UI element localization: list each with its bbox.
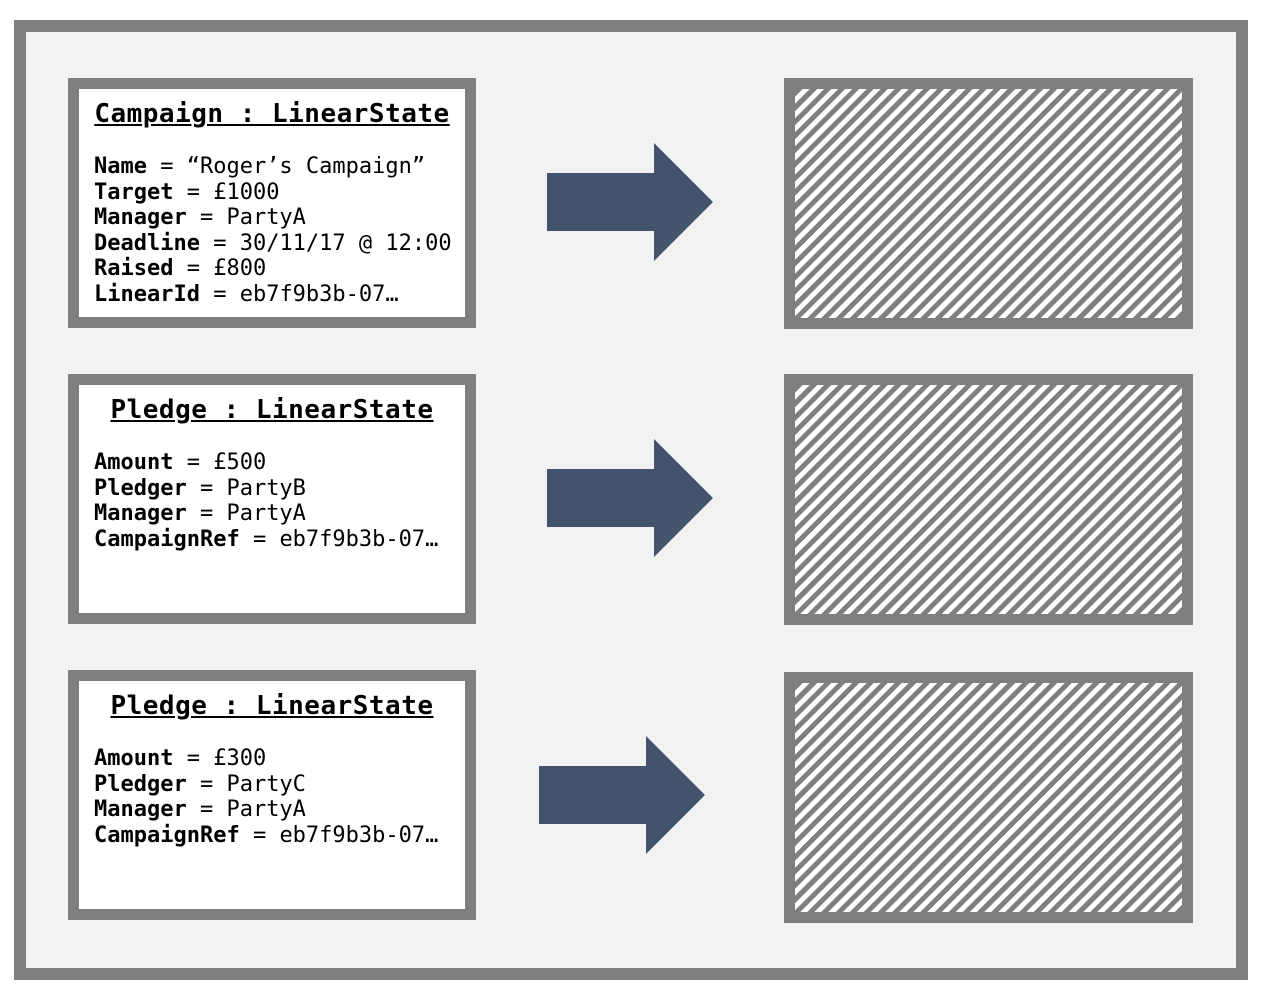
transition-arrow-icon <box>547 439 713 557</box>
campaign-state-box: Campaign : LinearState Name = “Roger’s C… <box>68 78 476 328</box>
field-key: Pledger <box>94 771 187 797</box>
field-key: Raised <box>94 256 174 281</box>
output-state-placeholder <box>784 374 1193 625</box>
field-amount: Amount = £500 <box>94 450 465 476</box>
field-key: CampaignRef <box>94 822 240 848</box>
field-name: Name = “Roger’s Campaign” <box>94 154 465 180</box>
pledge-state-box: Pledge : LinearState Amount = £500 Pledg… <box>68 374 476 624</box>
state-fields: Amount = £500 Pledger = PartyB Manager =… <box>79 450 465 552</box>
field-key: Manager <box>94 797 187 822</box>
arrow-shape <box>539 736 705 854</box>
field-linear-id: LinearId = eb7f9b3b-07… <box>94 282 465 308</box>
field-value: = £300 <box>173 746 267 771</box>
field-manager: Manager = PartyA <box>94 205 465 231</box>
arrow-shape <box>547 439 713 557</box>
field-campaign-ref: CampaignRef = eb7f9b3b-07… <box>94 823 465 849</box>
state-title: Pledge : LinearState <box>110 395 434 425</box>
field-key: Pledger <box>94 475 187 501</box>
field-pledger: Pledger = PartyC <box>94 772 465 798</box>
field-value: = PartyC <box>186 771 306 797</box>
field-key: Manager <box>94 501 187 526</box>
field-key: Name <box>94 154 147 179</box>
field-deadline: Deadline = 30/11/17 @ 12:00 <box>94 231 465 257</box>
field-amount: Amount = £300 <box>94 746 465 772</box>
field-key: Amount <box>94 450 174 475</box>
field-pledger: Pledger = PartyB <box>94 476 465 502</box>
state-title: Campaign : LinearState <box>94 99 450 129</box>
output-state-placeholder <box>784 78 1193 329</box>
field-key: Amount <box>94 746 174 771</box>
field-value: = 30/11/17 @ 12:00 <box>199 230 452 256</box>
transition-arrow-icon <box>539 736 705 854</box>
field-value: = £500 <box>173 450 267 475</box>
field-key: Deadline <box>94 230 200 256</box>
state-fields: Name = “Roger’s Campaign” Target = £1000… <box>79 154 465 307</box>
field-manager: Manager = PartyA <box>94 501 465 527</box>
transition-arrow-icon <box>547 143 713 261</box>
field-campaign-ref: CampaignRef = eb7f9b3b-07… <box>94 527 465 553</box>
field-target: Target = £1000 <box>94 180 465 206</box>
field-key: CampaignRef <box>94 526 240 552</box>
state-fields: Amount = £300 Pledger = PartyC Manager =… <box>79 746 465 848</box>
field-value: = PartyA <box>186 501 306 526</box>
field-value: = PartyA <box>186 205 306 230</box>
output-state-placeholder <box>784 672 1193 923</box>
field-value: = PartyA <box>186 797 306 822</box>
field-value: = eb7f9b3b-07… <box>199 281 399 307</box>
field-value: = eb7f9b3b-07… <box>239 822 439 848</box>
arrow-shape <box>547 143 713 261</box>
field-key: Target <box>94 179 174 205</box>
field-value: = eb7f9b3b-07… <box>239 526 439 552</box>
field-key: Manager <box>94 205 187 230</box>
field-value: = “Roger’s Campaign” <box>146 154 426 179</box>
field-value: = £1000 <box>173 179 280 205</box>
field-manager: Manager = PartyA <box>94 797 465 823</box>
field-raised: Raised = £800 <box>94 256 465 282</box>
pledge-state-box: Pledge : LinearState Amount = £300 Pledg… <box>68 670 476 920</box>
state-title: Pledge : LinearState <box>110 691 434 721</box>
field-key: LinearId <box>94 281 200 307</box>
field-value: = £800 <box>173 256 267 281</box>
field-value: = PartyB <box>186 475 306 501</box>
